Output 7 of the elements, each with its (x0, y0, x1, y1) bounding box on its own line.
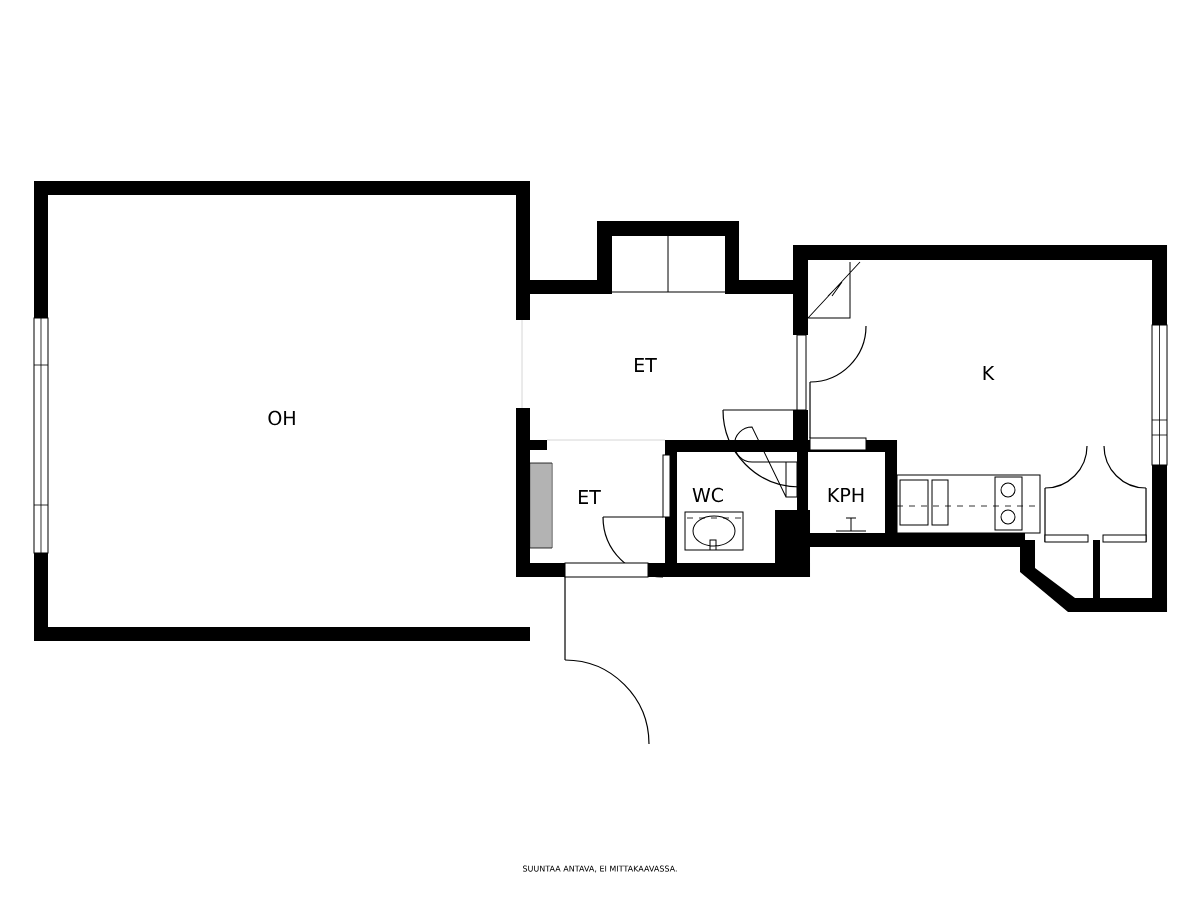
room-label: ET (635, 358, 657, 372)
room-label: OH (268, 410, 295, 426)
room-label: K (983, 366, 995, 380)
room-label: WC (692, 487, 723, 503)
room-label: KPH (828, 488, 864, 502)
disclaimer-note: SUUNTAA ANTAVA, EI MITTAKAAVASSA. (523, 865, 677, 873)
room-label: ET (579, 490, 601, 504)
